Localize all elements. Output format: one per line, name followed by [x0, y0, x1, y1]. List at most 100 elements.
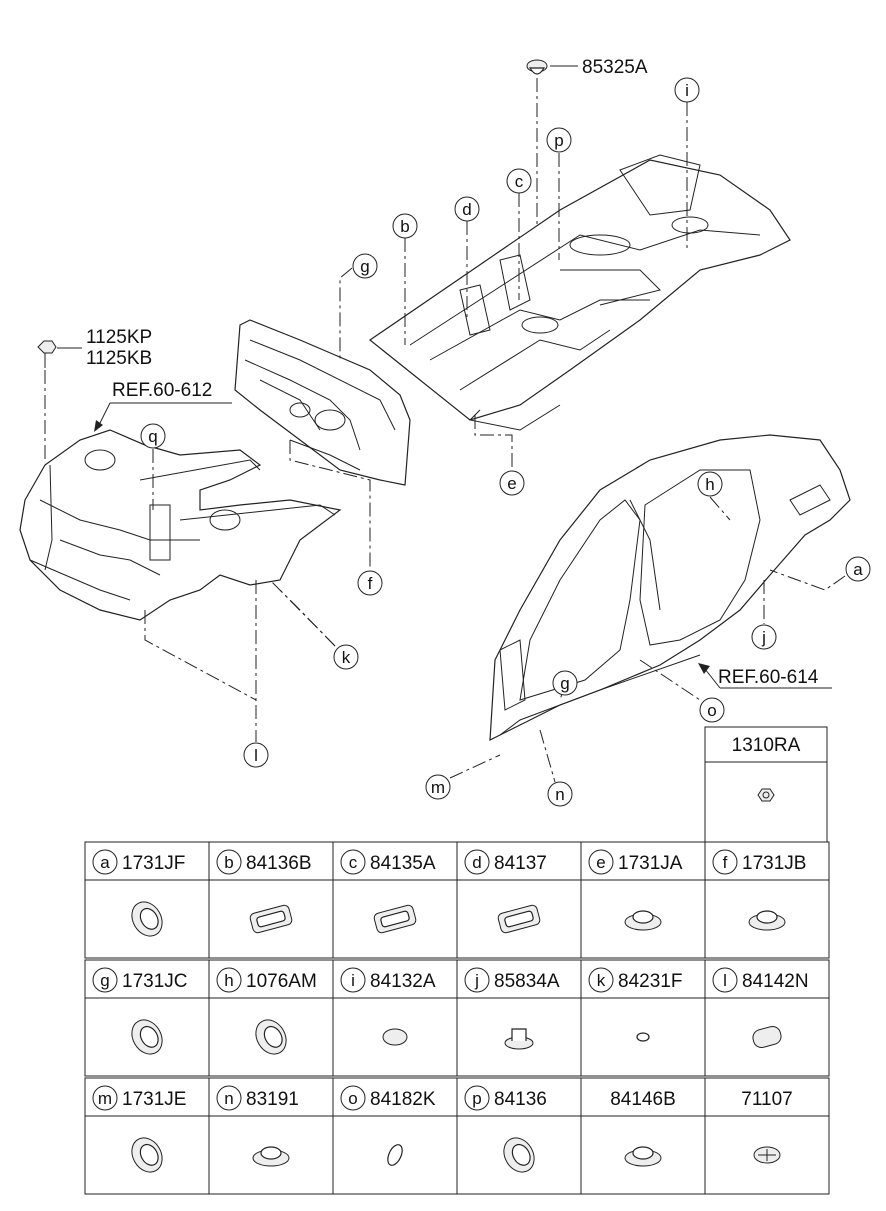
table-letter-m: m: [92, 1085, 118, 1111]
cap-plug-icon: [748, 910, 786, 931]
svg-text:h: h: [224, 971, 233, 990]
svg-text:m: m: [98, 1089, 112, 1108]
svg-text:b: b: [224, 853, 233, 872]
nut-icon: [757, 788, 775, 802]
table-part-code: 84136B: [246, 853, 312, 874]
leader-lines: [144, 102, 846, 783]
table-letter-e: e: [588, 849, 614, 875]
grommet-icon: [503, 1137, 535, 1173]
callout-d: d: [454, 196, 480, 222]
table-part-code: 1731JC: [122, 971, 188, 992]
table-letter-c: c: [340, 849, 366, 875]
svg-text:q: q: [148, 427, 157, 446]
svg-text:d: d: [472, 853, 481, 872]
callout-b: b: [392, 213, 418, 239]
table-letter-p: p: [464, 1085, 490, 1111]
table-part-code: 84136: [494, 1089, 547, 1110]
svg-text:e: e: [596, 853, 605, 872]
front-structure-drawing: [19, 429, 342, 621]
callout-e: e: [499, 470, 525, 496]
svg-text:o: o: [707, 701, 716, 720]
svg-text:l: l: [254, 746, 258, 765]
table-letter-h: h: [216, 967, 242, 993]
svg-text:g: g: [100, 971, 109, 990]
svg-text:f: f: [368, 574, 373, 593]
callout-n: n: [547, 781, 573, 807]
grommet-icon: [131, 901, 163, 937]
cap-plug-icon: [624, 910, 662, 931]
table-part-code: 84182K: [370, 1089, 436, 1110]
table-letter-i: i: [340, 967, 366, 993]
label-1125kb: 1125KB: [86, 348, 152, 369]
callout-p: p: [546, 127, 572, 153]
floor-panel-drawing: [368, 154, 791, 431]
table-letter-f: f: [712, 849, 738, 875]
ref-arrow: [704, 668, 721, 689]
table-letter-b: b: [216, 849, 242, 875]
oval-cap-icon: [752, 1025, 782, 1049]
table-part-code: 1731JF: [122, 853, 185, 874]
table-body-cell: [704, 879, 830, 959]
svg-text:j: j: [761, 628, 766, 647]
table-letter-j: j: [464, 967, 490, 993]
svg-text:d: d: [462, 200, 471, 219]
callout-a: a: [845, 556, 871, 582]
header-1310ra: 1310RA: [732, 735, 801, 756]
svg-text:b: b: [400, 217, 409, 236]
table-letter-k: k: [588, 967, 614, 993]
callout-h: h: [697, 471, 723, 497]
grommet-icon: [131, 1137, 163, 1173]
svg-text:h: h: [705, 475, 714, 494]
gasket-plug-icon: [249, 904, 293, 934]
svg-text:g: g: [560, 674, 569, 693]
table-letter-n: n: [216, 1085, 242, 1111]
parts-table: 1310RA a 1731JF b 84136B c 84135A d 84137 e 1731J…: [84, 726, 830, 1195]
arrow-head: [698, 663, 710, 674]
table-part-code: 83191: [246, 1089, 299, 1110]
callout-o: o: [699, 697, 725, 723]
table-letter-a: a: [92, 849, 118, 875]
svg-text:m: m: [431, 778, 445, 797]
table-part-code: 84135A: [370, 853, 436, 874]
callout-l: l: [243, 742, 269, 768]
cap-plug-icon: [624, 1146, 662, 1167]
svg-text:e: e: [507, 474, 516, 493]
svg-text:g: g: [360, 257, 369, 276]
gasket-plug-icon: [497, 904, 541, 934]
svg-text:c: c: [515, 172, 524, 191]
side-body-drawing: [489, 434, 851, 742]
svg-text:a: a: [853, 560, 863, 579]
svg-text:i: i: [351, 971, 355, 990]
clip-plug-icon: [504, 1028, 534, 1050]
svg-text:j: j: [474, 971, 479, 990]
svg-text:k: k: [597, 971, 606, 990]
label-85325a: 85325A: [582, 57, 648, 78]
callout-f: f: [357, 570, 383, 596]
table-part-code: 1731JA: [618, 853, 683, 874]
svg-text:a: a: [100, 853, 110, 872]
table-letter-g: g: [92, 967, 118, 993]
callout-q: q: [140, 423, 166, 449]
table-part-code: 84137: [494, 853, 547, 874]
gasket-plug-icon: [373, 904, 417, 934]
bolt-icon: [37, 340, 57, 460]
svg-text:n: n: [224, 1089, 233, 1108]
svg-text:p: p: [554, 131, 563, 150]
svg-text:p: p: [472, 1089, 481, 1108]
ref-side-label: REF.60-614: [718, 667, 819, 688]
grommet-icon: [131, 1019, 163, 1055]
callout-m: m: [425, 774, 451, 800]
dash-panel-drawing: [234, 319, 411, 486]
thin-oval-plug-icon: [387, 1144, 403, 1166]
callout-k: k: [333, 644, 359, 670]
table-part-code: 71107: [741, 1089, 792, 1110]
table-part-code: 84231F: [618, 971, 682, 992]
svg-text:n: n: [555, 785, 564, 804]
table-part-code: 84146B: [610, 1089, 676, 1110]
table-letter-l: l: [712, 967, 738, 993]
callout-c: c: [506, 168, 532, 194]
arrow-head: [94, 420, 103, 432]
svg-text:c: c: [349, 853, 358, 872]
callout-g: g: [352, 253, 378, 279]
